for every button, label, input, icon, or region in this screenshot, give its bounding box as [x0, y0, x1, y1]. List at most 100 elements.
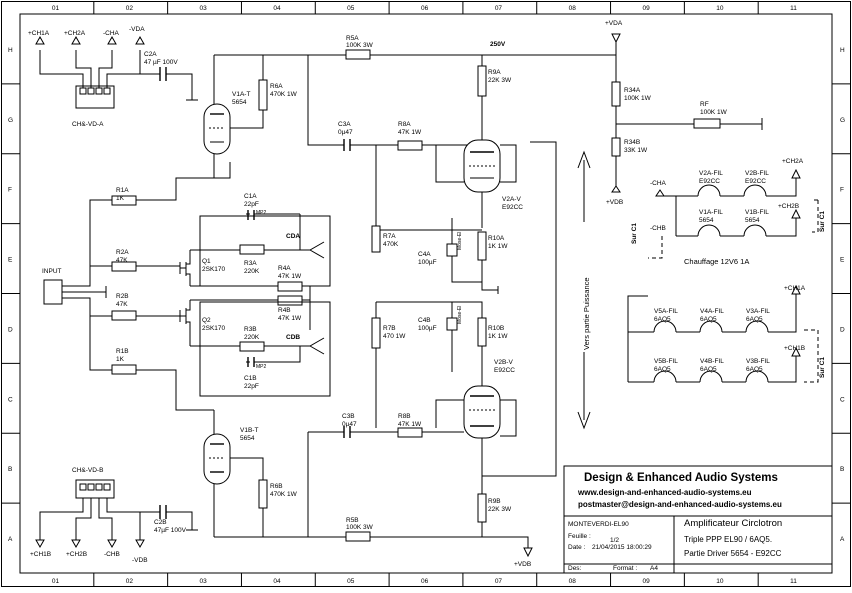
row-label-left-A: A — [8, 536, 13, 543]
column-label-top-07: 07 — [495, 5, 503, 12]
row-label-right-F: F — [840, 187, 844, 194]
cha-pin-3-label: -CHA — [103, 30, 120, 37]
column-label-bottom-01: 01 — [52, 578, 60, 585]
heater-v4b-name: V4B-FIL — [700, 358, 724, 365]
r5b-value: 100K 3W — [346, 524, 374, 531]
heater-v4b-type: 6AQ5 — [700, 366, 717, 373]
heater-v1a-name: V1A-FIL — [699, 209, 723, 216]
v2b-ref: V2B-V — [494, 359, 513, 366]
q2-value: 2SK170 — [202, 325, 226, 332]
sheet-value: 1/2 — [610, 537, 619, 544]
company-name: Design & Enhanced Audio Systems — [584, 472, 778, 484]
r1a-ref: R1A — [116, 187, 129, 194]
c4b-ref: C4B — [418, 317, 431, 324]
r1a-value: 1K — [116, 195, 125, 202]
format-label: Format : — [613, 565, 637, 572]
cathode-b: C4B 100µF Mose-El R10B 1K 1W R7B 470 1W — [371, 301, 508, 428]
r3b-value: 220K — [244, 334, 260, 341]
heater-v2b-type: E92CC — [745, 178, 766, 185]
r2b-ref: R2B — [116, 293, 129, 300]
heater-v4a-type: 6AQ5 — [700, 316, 717, 323]
r10b-ref: R10B — [488, 325, 504, 332]
column-label-bottom-07: 07 — [495, 578, 503, 585]
capacitor-c2a: C2A 47 µF 100V — [140, 51, 198, 101]
drawing-title-1: Amplificateur Circlotron — [684, 518, 782, 529]
r7a-ref: R7A — [383, 233, 396, 240]
column-label-top-03: 03 — [200, 5, 208, 12]
row-label-left-D: D — [8, 326, 13, 333]
connector-cha: +CH1A +CH2A -CHA -VDA CH&-VD-A — [28, 26, 145, 128]
r10a-ref: R10A — [488, 235, 505, 242]
c1a-value: 22pF — [244, 201, 259, 208]
v2a-ref: V2A-V — [502, 196, 521, 203]
column-label-top-11: 11 — [790, 5, 797, 12]
v1b-value: 5654 — [240, 435, 255, 442]
cha-pin-1-label: +CH1A — [28, 30, 50, 37]
column-labels: 0101020203030404050506060707080809091010… — [52, 5, 797, 585]
c4a-type: Mose-El — [457, 232, 463, 250]
r7b-value: 470 1W — [383, 333, 406, 340]
c4b-value: 100µF — [418, 325, 437, 332]
cda-label: CDA — [286, 233, 300, 240]
column-label-top-06: 06 — [421, 5, 429, 12]
rail-voltage: 250V — [490, 41, 506, 48]
r6a-value: 470K 1W — [270, 91, 298, 98]
row-label-right-D: D — [840, 326, 845, 333]
c1b-value: 22pF — [244, 383, 259, 390]
chb-pin-2-label: +CH2B — [66, 551, 87, 558]
heater-sur-left: Sur C1 — [631, 223, 638, 244]
r4b-value: 47K 1W — [278, 315, 302, 322]
chb-pin-3-label: -CHB — [104, 551, 120, 558]
r6b-value: 470K 1W — [270, 491, 298, 498]
column-label-top-09: 09 — [642, 5, 650, 12]
heater-v5b-type: 6AQ5 — [654, 366, 671, 373]
heater-v3b-type: 6AQ5 — [746, 366, 763, 373]
r10b-value: 1K 1W — [488, 333, 508, 340]
vda-divider: +VDA R34A 100K 1W R34B 33K 1W +VDB RF 10… — [605, 20, 763, 206]
row-label-right-H: H — [840, 47, 845, 54]
rail-250v: R5A 100K 3W 250V — [214, 35, 616, 60]
column-label-bottom-02: 02 — [126, 578, 134, 585]
column-label-bottom-06: 06 — [421, 578, 429, 585]
cdb-label: CDB — [286, 334, 300, 341]
vda-label: +VDA — [605, 20, 623, 27]
des-label: Des: — [568, 565, 582, 572]
c1b-type: MP2 — [256, 364, 267, 370]
v1a-value: 5654 — [232, 99, 247, 106]
row-label-right-E: E — [840, 257, 845, 264]
r2a-value: 47K — [116, 257, 128, 264]
c1a-ref: C1A — [244, 193, 257, 200]
column-label-top-10: 10 — [716, 5, 724, 12]
sheet-label: Feuille : — [568, 533, 591, 540]
jfet-q2-section: R2B 47K Q2 2SK170 R4B 47K 1W R3B 220K CD… — [90, 293, 331, 411]
heater-v3b-name: V3B-FIL — [746, 358, 770, 365]
column-label-top-04: 04 — [273, 5, 281, 12]
r6b-ref: R6B — [270, 483, 283, 490]
column-label-top-08: 08 — [569, 5, 577, 12]
r34b-value: 33K 1W — [624, 147, 648, 154]
chb-pin-1-label: +CH1B — [30, 551, 51, 558]
row-label-right-G: G — [840, 117, 845, 124]
r9b-ref: R9B — [488, 498, 501, 505]
row-label-left-F: F — [8, 187, 12, 194]
cathode-a: C4A 100µF Mose-El R10A 1K 1W — [418, 218, 508, 294]
input-connector: INPUT — [42, 199, 124, 371]
v2b-value: E92CC — [494, 367, 515, 374]
r8b-ref: R8B — [398, 413, 411, 420]
c4a-value: 100µF — [418, 259, 437, 266]
heater-v1a-type: 5654 — [699, 217, 714, 224]
r8a-ref: R8A — [398, 121, 411, 128]
chb-ref: CH&-VD-B — [72, 467, 103, 474]
r3a-ref: R3A — [244, 260, 257, 267]
heater-v2a-name: V2A-FIL — [699, 170, 723, 177]
v1a-ref: V1A-T — [232, 91, 250, 98]
heater-v3a-type: 6AQ5 — [746, 316, 763, 323]
r34a-ref: R34A — [624, 87, 641, 94]
r7b-ref: R7B — [383, 325, 396, 332]
stage-b: V2B-V E92CC C3B 0µ47 R8B 47K 1W R9B 22K … — [307, 141, 557, 537]
r1b-value: 1K — [116, 356, 125, 363]
jfet-q1-section: R1A 1K R2A 47K Q1 2SK170 C1A 22pF MP2 R3… — [90, 162, 331, 330]
